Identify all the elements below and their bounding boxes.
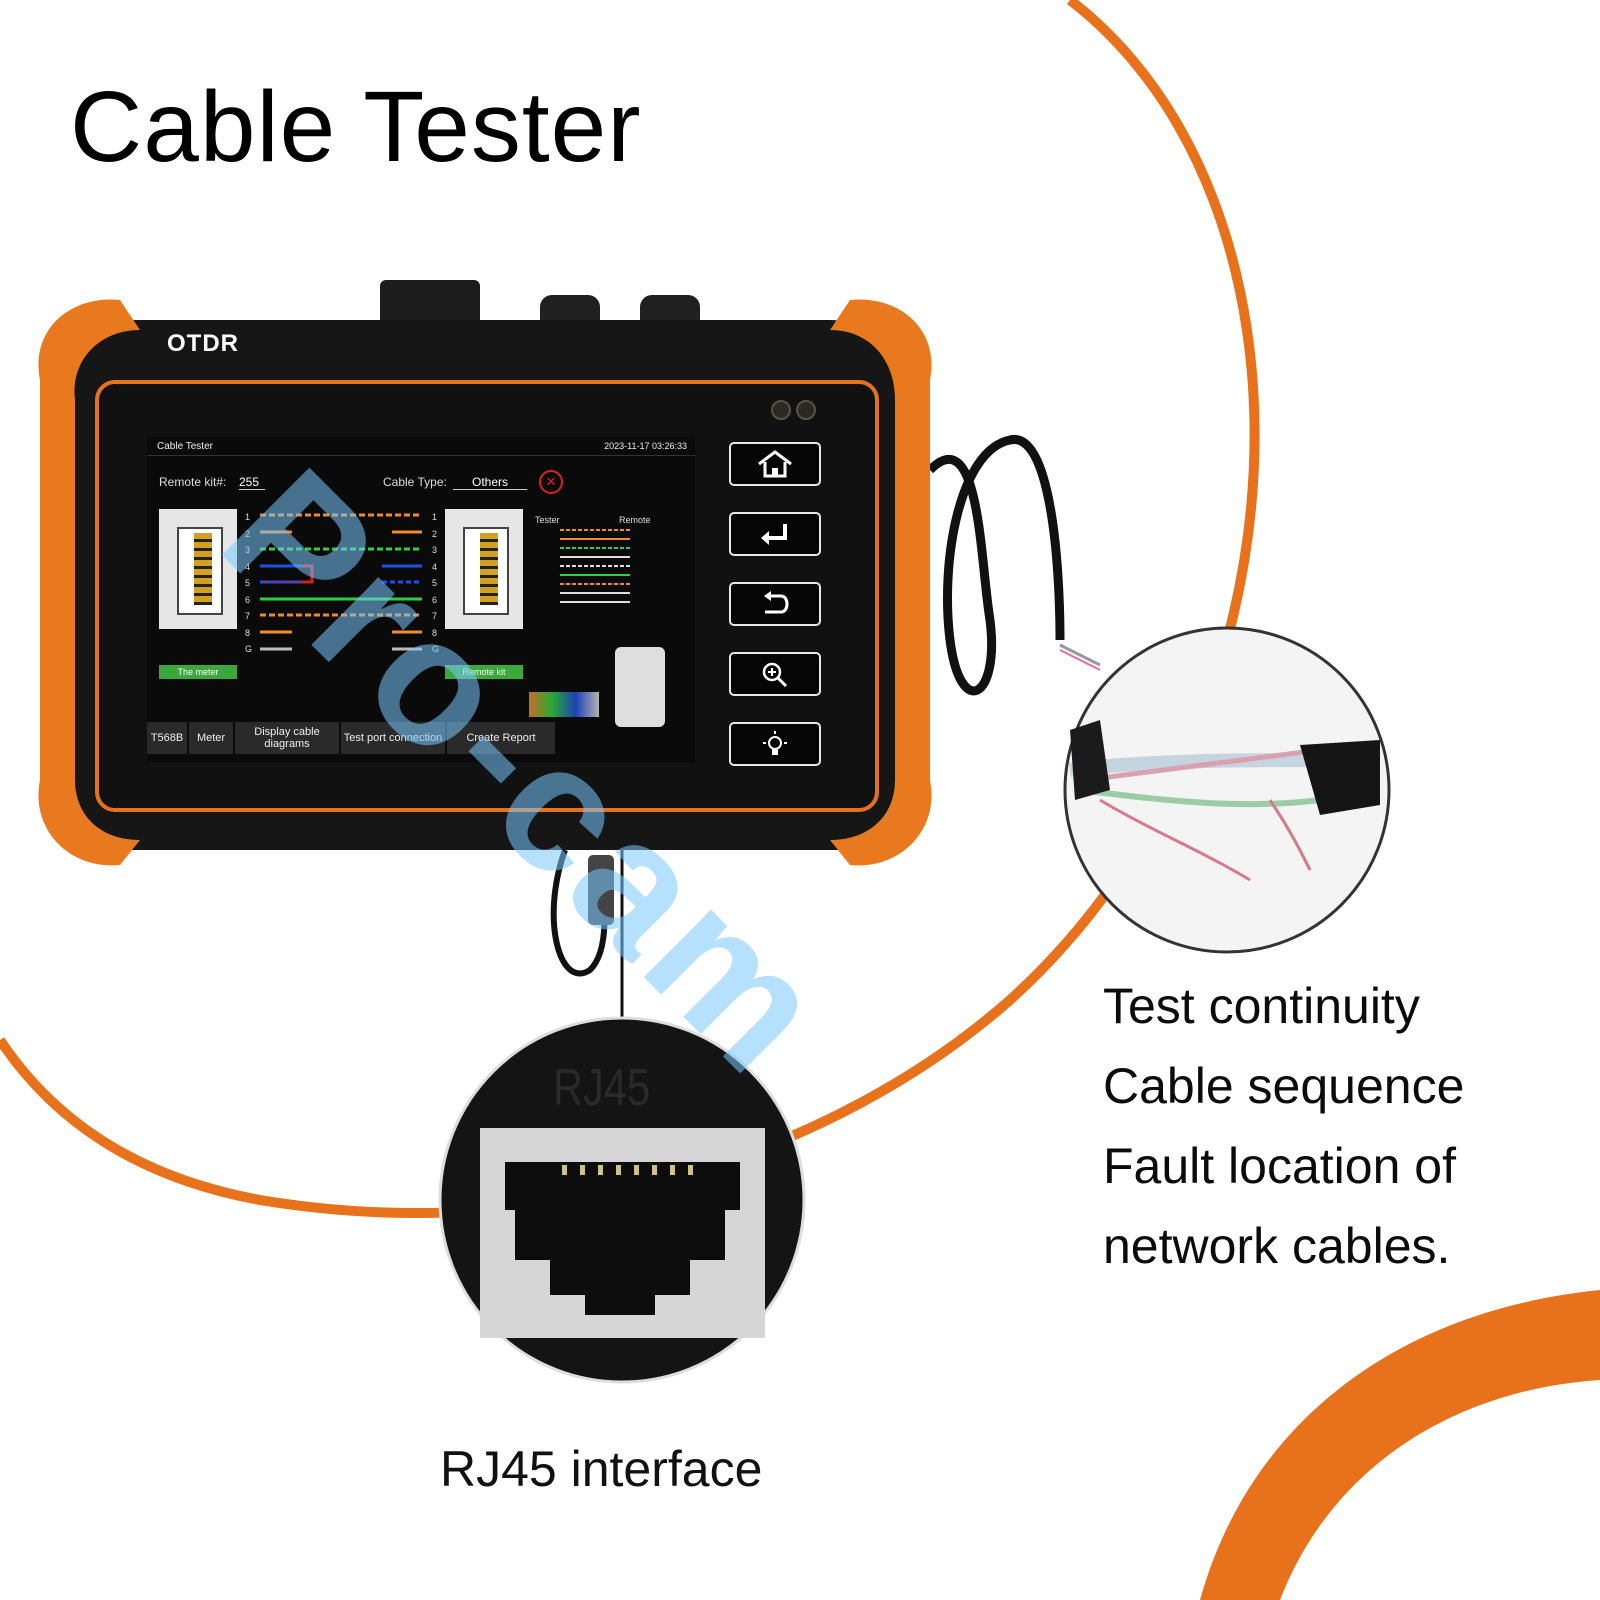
rj45-caption: RJ45 interface xyxy=(440,1441,763,1497)
coiled-cable xyxy=(926,435,1065,696)
t568b-button[interactable]: T568B xyxy=(147,722,187,754)
clear-icon[interactable]: ✕ xyxy=(539,470,563,494)
cable-type-label: Cable Type: xyxy=(383,475,447,489)
light-button[interactable] xyxy=(729,722,821,766)
wires-photo xyxy=(529,692,599,717)
connector-photo xyxy=(615,647,665,727)
enter-button[interactable] xyxy=(729,512,821,556)
remote-port-diagram xyxy=(445,509,523,629)
home-button[interactable] xyxy=(729,442,821,486)
device-screen: Cable Tester 2023-11-17 03:26:33 Remote … xyxy=(147,437,695,762)
wire-map xyxy=(260,513,422,651)
page-title: Cable Tester xyxy=(70,71,642,183)
remote-kit-label: Remote kit#: xyxy=(159,475,227,489)
tester-header: Tester xyxy=(535,515,560,525)
rj45-embossed-label: RJ45 xyxy=(553,1059,651,1117)
back-button[interactable] xyxy=(729,582,821,626)
screen-bottom-toolbar: T568B Meter Display cable diagrams Test … xyxy=(147,722,555,754)
display-cable-diagrams-button[interactable]: Display cable diagrams xyxy=(235,722,339,754)
feature-fault-location: Fault location of xyxy=(1103,1138,1456,1194)
cable-closeup xyxy=(1063,626,1391,954)
feature-cable-sequence: Cable sequence xyxy=(1103,1058,1465,1114)
remote-kit-button[interactable]: Remote kit xyxy=(445,665,523,679)
meter-mode-button[interactable]: Meter xyxy=(189,722,233,754)
meter-port-diagram xyxy=(159,509,237,629)
enter-icon xyxy=(761,524,787,545)
light-icon xyxy=(763,731,787,755)
meter-button[interactable]: The meter xyxy=(159,665,237,679)
feature-network-cables: network cables. xyxy=(1103,1218,1451,1274)
screen-title: Cable Tester xyxy=(157,441,213,452)
remote-header: Remote xyxy=(619,515,651,525)
rj45-plug xyxy=(588,855,614,925)
tester-remote-map xyxy=(560,529,630,603)
cable-type-value[interactable]: Others xyxy=(453,475,527,490)
zoom-button[interactable] xyxy=(729,652,821,696)
back-icon xyxy=(764,591,789,614)
create-report-button[interactable]: Create Report xyxy=(447,722,555,754)
zoom-icon xyxy=(762,662,788,688)
test-port-connection-button[interactable]: Test port connection xyxy=(341,722,445,754)
screen-datetime: 2023-11-17 03:26:33 xyxy=(604,441,687,451)
feature-test-continuity: Test continuity xyxy=(1103,978,1420,1034)
remote-kit-value[interactable]: 255 xyxy=(239,475,265,490)
device-brand-label: OTDR xyxy=(167,330,239,357)
orange-arc xyxy=(0,0,1260,1218)
home-icon xyxy=(758,450,792,478)
